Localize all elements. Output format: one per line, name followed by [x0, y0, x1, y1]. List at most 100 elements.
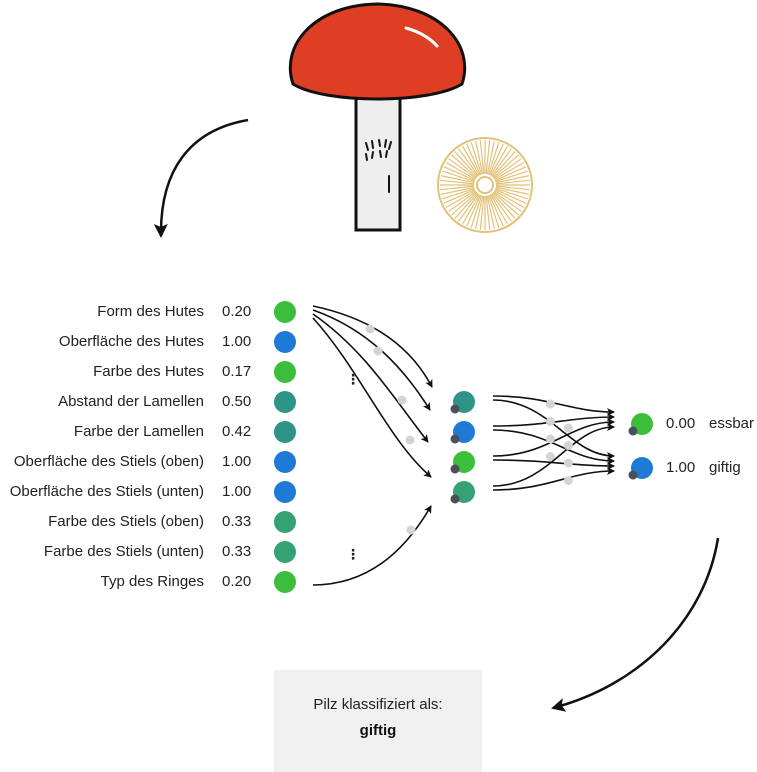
weight-dot	[365, 324, 375, 334]
feature-value: 1.00	[222, 453, 252, 470]
mushroom-stem	[354, 96, 402, 232]
gill-line	[486, 140, 495, 175]
feature-value: 0.17	[222, 363, 252, 380]
feature-label: Typ des Ringes	[100, 573, 204, 590]
gill-line	[485, 140, 491, 175]
gill-line	[454, 151, 479, 178]
gill-line	[492, 154, 519, 179]
gill-line	[440, 186, 475, 195]
gill-line	[442, 170, 475, 183]
feature-value: 0.33	[222, 513, 252, 530]
weight-dot	[545, 434, 555, 444]
input-edge	[312, 313, 429, 443]
gill-line	[489, 194, 509, 225]
gill-line	[475, 195, 484, 230]
bias-dot	[450, 464, 460, 474]
output-label-giftig: giftig	[709, 459, 741, 476]
input-to-hidden-edges	[312, 305, 433, 586]
gill-line	[442, 187, 475, 200]
input-node	[274, 451, 296, 473]
input-nodes	[274, 301, 296, 593]
feature-label: Abstand der Lamellen	[58, 393, 204, 410]
weight-dot	[545, 417, 555, 426]
weight-dot	[405, 435, 415, 445]
hidden-edge	[492, 399, 615, 460]
gill-line	[495, 187, 528, 200]
gill-line	[458, 148, 480, 177]
flow-arrow-top	[153, 118, 249, 238]
bias-dot	[450, 494, 460, 504]
feature-label: Farbe des Stiels (unten)	[43, 543, 204, 560]
weight-dots	[365, 324, 573, 535]
input-node	[274, 331, 296, 353]
feature-label: Farbe des Hutes	[93, 363, 204, 380]
gill-line	[495, 185, 530, 191]
classification-result-box: Pilz klassifiziert als: giftig	[274, 670, 482, 772]
gill-line	[443, 166, 476, 182]
input-edge	[312, 309, 431, 411]
input-node	[274, 541, 296, 563]
cap-highlight	[404, 26, 439, 48]
feature-label: Oberfläche des Stiels (oben)	[13, 453, 204, 470]
gill-line	[494, 189, 525, 209]
result-value: giftig	[359, 722, 397, 739]
output-value-giftig: 1.00	[666, 459, 696, 476]
feature-value: 0.50	[222, 393, 252, 410]
bias-dot	[628, 470, 638, 480]
output-nodes	[628, 413, 653, 480]
result-caption: Pilz klassifiziert als:	[313, 696, 443, 713]
gill-outline	[437, 137, 533, 233]
gill-line	[490, 193, 512, 222]
gill-line	[491, 192, 516, 219]
gill-line	[454, 192, 479, 219]
gill-line	[494, 188, 527, 204]
ellipsis-top: ⋮	[346, 371, 360, 387]
output-value-essbar: 0.00	[666, 415, 696, 432]
mushroom-gill-disk	[437, 137, 533, 233]
gill-line	[445, 189, 476, 209]
gill-line	[479, 140, 485, 175]
weight-dot	[563, 441, 573, 450]
weight-dot	[397, 395, 407, 405]
hidden-edge	[492, 418, 615, 457]
feature-label: Farbe der Lamellen	[73, 423, 204, 440]
gill-line	[440, 179, 475, 185]
gill-line	[491, 151, 516, 178]
input-edge	[312, 305, 433, 388]
input-node	[274, 511, 296, 533]
hidden-edge	[492, 467, 615, 491]
weight-dot	[406, 525, 416, 535]
mushroom-illustration	[288, 2, 533, 233]
gill-line	[440, 175, 475, 184]
gill-line	[493, 190, 522, 212]
gill-center	[476, 176, 494, 194]
bias-dot	[450, 434, 460, 444]
bias-dot	[628, 426, 638, 436]
input-node	[274, 301, 296, 323]
bias-dot	[450, 404, 460, 414]
hidden-edge	[492, 429, 615, 465]
input-edge	[312, 505, 432, 586]
gill-line	[492, 191, 519, 216]
gill-line	[466, 143, 482, 176]
feature-value: 1.00	[222, 483, 252, 500]
gill-line	[466, 194, 482, 227]
input-node	[274, 421, 296, 443]
gill-line	[486, 195, 495, 230]
gill-line	[493, 158, 522, 180]
weight-dot	[563, 458, 573, 468]
gill-line	[470, 142, 483, 175]
gill-line	[448, 158, 477, 180]
hidden-edge	[492, 423, 615, 487]
input-node	[274, 361, 296, 383]
feature-label: Oberfläche des Hutes	[58, 333, 204, 350]
feature-value: 0.20	[222, 303, 252, 320]
feature-label: Oberfläche des Stiels (unten)	[9, 483, 204, 500]
input-node	[274, 571, 296, 593]
gill-line	[461, 194, 481, 225]
gill-line	[487, 142, 500, 175]
gill-line	[485, 195, 491, 230]
feature-label: Form des Hutes	[97, 303, 204, 320]
hidden-edge	[492, 459, 615, 470]
gill-line	[495, 170, 528, 183]
